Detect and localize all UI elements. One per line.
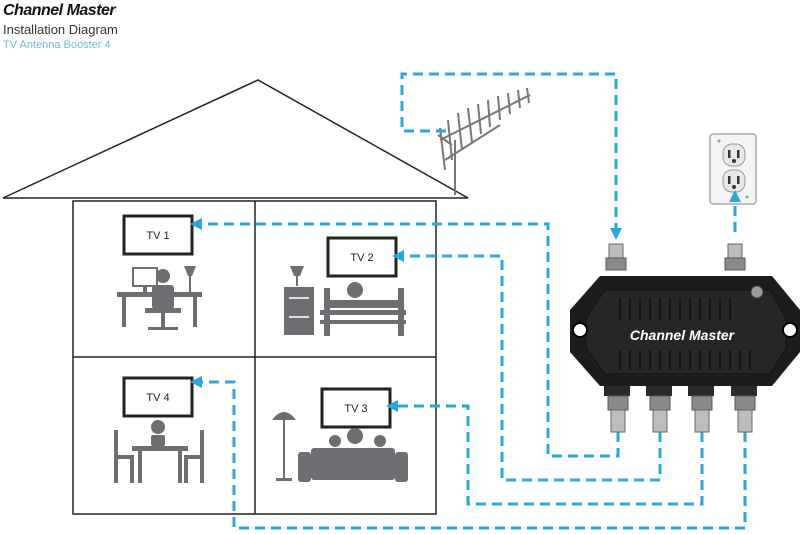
roof (2, 79, 469, 199)
tv3-screen (320, 387, 392, 429)
arrow-to-booster-input (610, 228, 622, 240)
diagram-subtitle: TV Antenna Booster 4 (3, 39, 111, 51)
cable-output-1 (198, 222, 620, 458)
room-tv2: TV 2 (284, 236, 406, 336)
arrow-to-outlet (729, 190, 741, 202)
tv2-label: TV 2 (350, 252, 373, 264)
brand-logo: Channel Master (3, 2, 116, 19)
header: Channel Master Installation Diagram TV A… (3, 2, 118, 53)
cable-lines (198, 72, 747, 530)
arrow-to-tv2 (392, 250, 404, 262)
tv4-screen (122, 376, 194, 418)
cable-antenna-to-booster (400, 72, 618, 232)
cable-arrows (190, 190, 741, 412)
diagram-title: Installation Diagram (3, 22, 118, 37)
tv1-label: TV 1 (146, 230, 169, 242)
antenna-icon (437, 87, 531, 195)
house (2, 79, 469, 515)
dining-table-icon (114, 420, 204, 483)
room-tv4: TV 4 (114, 376, 204, 483)
tv1-screen (122, 214, 194, 256)
device-logo: Channel Master (630, 327, 736, 343)
room-tv3: TV 3 (272, 387, 408, 482)
cable-output-4 (198, 380, 747, 530)
arrow-to-tv3 (386, 400, 398, 412)
cable-output-3 (394, 404, 704, 506)
arrow-to-tv1 (190, 218, 202, 230)
bed-icon (284, 266, 406, 336)
tv4-label: TV 4 (146, 392, 169, 404)
arrow-to-tv4 (190, 376, 202, 388)
wall-outlet-icon (709, 133, 757, 205)
tv3-label: TV 3 (344, 403, 367, 415)
room-tv1: TV 1 (117, 214, 202, 330)
desk-icon (117, 266, 202, 330)
booster-device-icon: Channel Master (570, 243, 800, 433)
cable-output-2 (400, 254, 662, 482)
sofa-icon (272, 412, 408, 482)
